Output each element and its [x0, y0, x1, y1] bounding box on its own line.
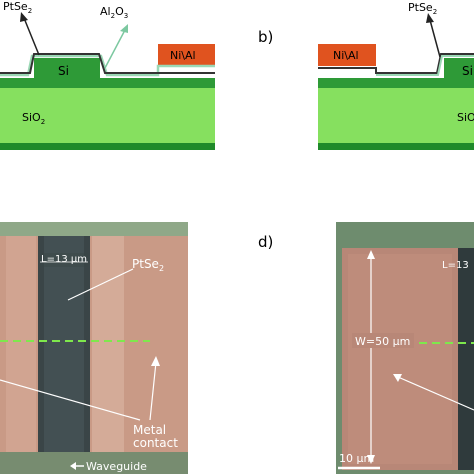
d-width-arrow-top [367, 250, 375, 259]
b-al2o3-layer [376, 55, 474, 76]
d-scale-label: 10 μm [339, 452, 374, 465]
c-metal-pointer-1 [0, 379, 141, 421]
a-ptse2-label: PtSe2 [3, 0, 32, 15]
a-ptse2-arrowhead [20, 12, 28, 22]
a-al2o3-label: Al2O3 [100, 5, 128, 20]
b-top-strip [318, 78, 474, 88]
c-bottom-band [0, 452, 188, 474]
panel-a: PtSe2 Al2O3 Ni\Al Si SiO2 [0, 0, 215, 150]
d-panel-letter: d) [258, 233, 273, 251]
c-channel-highlight [44, 236, 84, 452]
panel-d: d) W=50 μm L=13 10 μm [258, 222, 474, 474]
a-si-label: Si [58, 64, 69, 78]
c-left-contact-edge [6, 236, 36, 452]
panel-b: b) PtSe2 Ni\Al Si SiO [258, 1, 474, 150]
d-width-label: W=50 μm [355, 335, 410, 348]
b-sio2-layer [318, 88, 474, 143]
c-ptse2-label: PtSe2 [132, 257, 164, 273]
b-contact-label: Ni\Al [333, 49, 359, 62]
d-width-arrow-bottom [367, 455, 375, 464]
c-contact-label: contact [133, 436, 178, 450]
b-ptse2-arrow [429, 19, 441, 58]
a-bottom-strip [0, 143, 215, 150]
a-contact-label: Ni\Al [170, 49, 196, 62]
c-length-bg [40, 253, 88, 267]
c-metal-arrowhead [151, 356, 160, 366]
b-si-label: Si [462, 64, 473, 78]
c-metal-label: Metal [133, 423, 166, 437]
a-al2o3-arrow [104, 29, 126, 69]
a-si-waveguide [34, 58, 100, 80]
c-right-contact-fringe [92, 236, 124, 452]
panel-c: L=13 μm PtSe2 Metal contact Waveguide [0, 222, 188, 474]
c-waveguide-arrow [70, 462, 76, 470]
b-ptse2-arrowhead [426, 13, 434, 23]
d-length-label: L=13 [442, 260, 469, 271]
a-sio2-label: SiO2 [22, 111, 45, 126]
b-ptse2-label: PtSe2 [408, 1, 437, 16]
c-metal-pointer-2 [149, 361, 157, 421]
b-ptse2-layer [318, 53, 474, 74]
d-contact-texture [348, 254, 452, 464]
b-panel-letter: b) [258, 28, 273, 46]
c-ptse2-pointer [67, 268, 134, 301]
a-contact-pad [158, 44, 215, 66]
d-pointer [397, 376, 474, 411]
b-bottom-strip [318, 143, 474, 150]
c-waveguide-label: Waveguide [86, 460, 147, 473]
b-contact-pad [318, 44, 376, 66]
a-top-strip [0, 78, 215, 88]
a-sio2-layer [0, 88, 215, 143]
d-width-label-bg [352, 333, 414, 348]
a-al2o3-layer [0, 54, 215, 77]
a-ptse2-layer [0, 53, 215, 74]
b-sio2-label: SiO [457, 111, 474, 124]
b-si-waveguide [444, 58, 474, 80]
d-pointer-arrowhead [393, 374, 402, 382]
c-top-band [0, 222, 188, 236]
c-length-label: L=13 μm [41, 254, 87, 265]
a-ptse2-arrow [23, 17, 40, 56]
d-channel [458, 248, 474, 470]
a-al2o3-arrowhead [120, 24, 128, 33]
